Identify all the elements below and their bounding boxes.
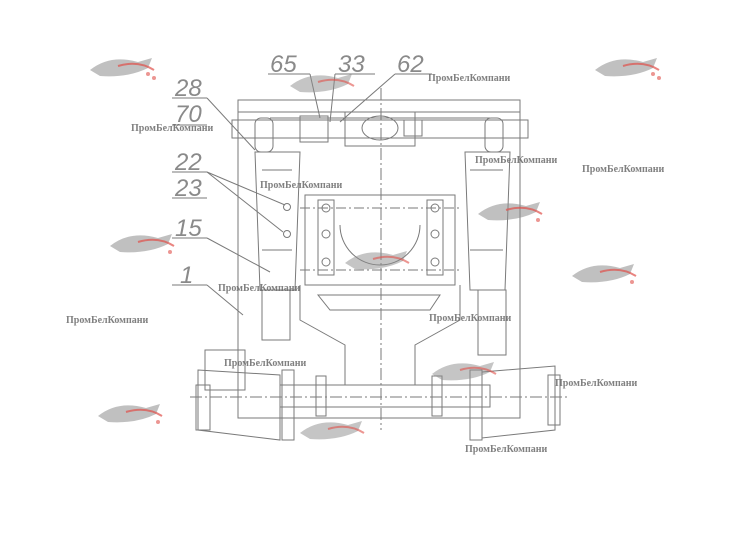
center-plate — [304, 194, 456, 286]
watermark-text: ПромБелКомпани — [131, 123, 214, 134]
callout-70: 70 — [175, 101, 202, 128]
callout-28: 28 — [174, 75, 202, 102]
watermark-text: ПромБелКомпани — [475, 155, 558, 166]
callout-15: 15 — [175, 215, 202, 242]
left-hub — [197, 369, 281, 441]
top-bracket — [344, 111, 416, 147]
callout-62: 62 — [397, 51, 424, 78]
watermark-text: ПромБелКомпани — [429, 313, 512, 324]
bottom-axle — [279, 384, 491, 408]
watermark-text: ПромБелКомпани — [582, 164, 665, 175]
watermark-text: ПромБелКомпани — [260, 180, 343, 191]
watermark-logos — [90, 58, 661, 440]
callout-23: 23 — [174, 175, 202, 202]
watermark-text: ПромБелКомпани — [465, 444, 548, 455]
watermark-text: ПромБелКомпани — [218, 283, 301, 294]
watermark-text: ПромБелКомпани — [224, 358, 307, 369]
watermark-text: ПромБелКомпани — [428, 73, 511, 84]
right-cylinder — [464, 151, 511, 291]
main-frame — [237, 99, 521, 419]
left-cylinder — [254, 151, 301, 291]
watermark-text: ПромБелКомпани — [66, 315, 149, 326]
callout-65: 65 — [270, 51, 297, 78]
callout-1: 1 — [180, 262, 193, 289]
watermark-text: ПромБелКомпани — [555, 378, 638, 389]
right-hub — [481, 365, 556, 439]
callout-22: 22 — [174, 149, 202, 176]
callout-33: 33 — [338, 51, 365, 78]
